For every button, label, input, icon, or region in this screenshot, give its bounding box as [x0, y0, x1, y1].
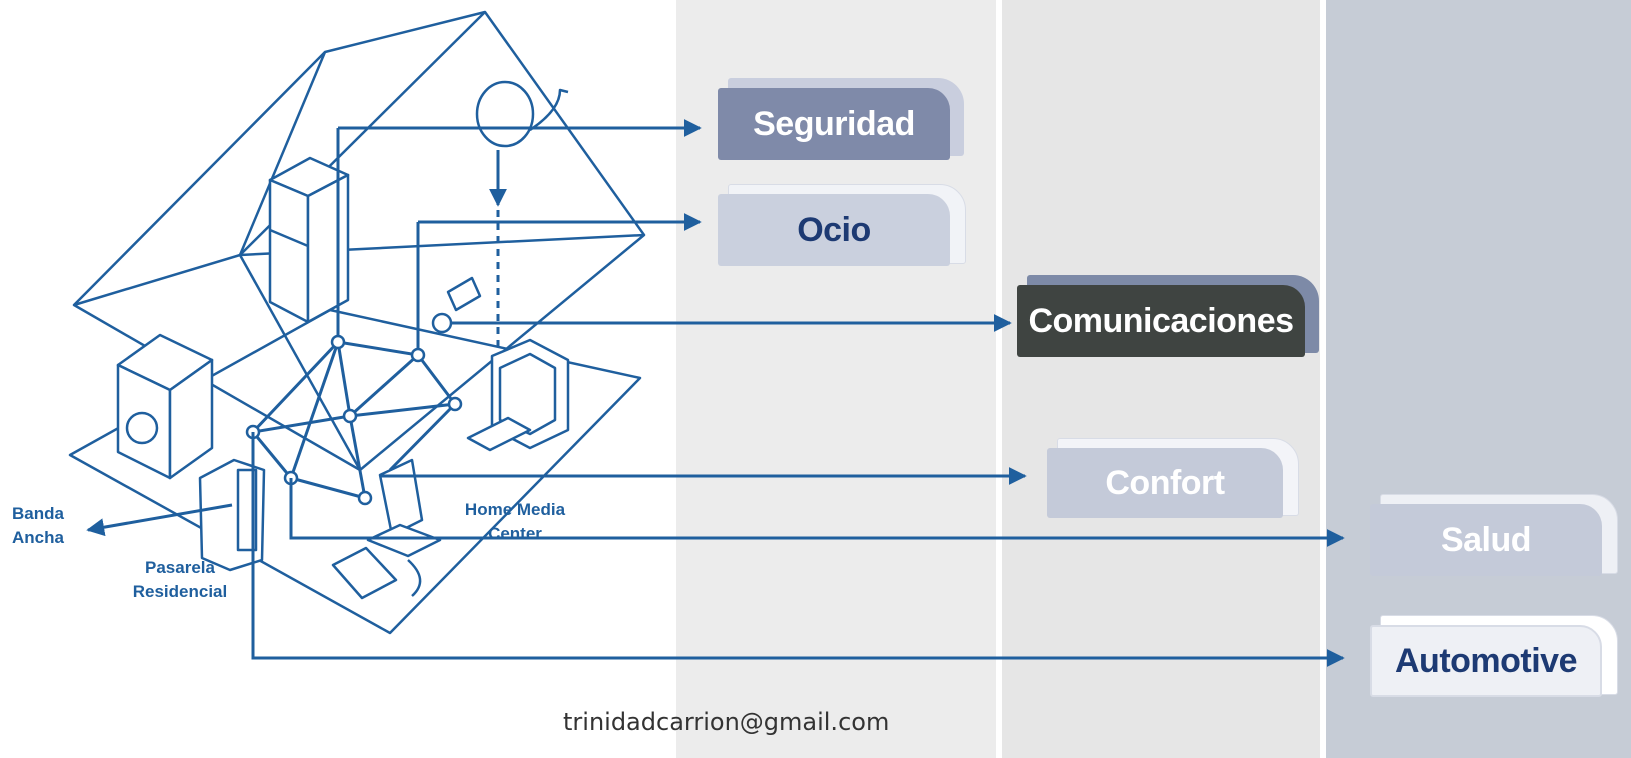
- house-floor: [68, 308, 642, 635]
- category-ocio: Ocio: [718, 194, 950, 266]
- washing-machine-icon: [116, 333, 214, 480]
- category-seguridad: Seguridad: [718, 88, 950, 160]
- category-comunicaciones-label: Comunicaciones: [1028, 301, 1294, 340]
- arrow-to-automotive: [251, 432, 1345, 667]
- computer-icon: [331, 458, 442, 600]
- refrigerator-icon: [268, 156, 350, 324]
- pasarela-label-line2: Residencial: [132, 582, 228, 601]
- category-seguridad-label: Seguridad: [753, 104, 915, 143]
- band-divider-2: [1320, 0, 1326, 758]
- background-band-2: [1002, 0, 1320, 758]
- category-comunicaciones: Comunicaciones: [1017, 285, 1305, 357]
- banda-ancha-label-line2: Ancha: [12, 528, 64, 547]
- category-confort-label: Confort: [1105, 463, 1225, 502]
- home-media-center-label: Home Media Center: [455, 498, 575, 546]
- band-divider-1: [996, 0, 1002, 758]
- author-email: trinidadcarrion@gmail.com: [563, 708, 890, 736]
- satellite-dish-icon: [475, 80, 569, 148]
- arrow-to-banda-ancha: [86, 503, 233, 537]
- category-ocio-label: Ocio: [797, 210, 871, 249]
- house-roof: [72, 10, 646, 472]
- pasarela-label-line1: Pasarela: [145, 558, 215, 577]
- pasarela-residencial-label: Pasarela Residencial: [120, 556, 240, 604]
- category-confort: Confort: [1047, 448, 1283, 518]
- television-icon: [466, 338, 570, 452]
- category-salud: Salud: [1370, 504, 1602, 576]
- banda-ancha-label: Banda Ancha: [12, 502, 64, 550]
- home-media-label-line1: Home Media: [464, 500, 566, 519]
- category-automotive: Automotive: [1370, 625, 1602, 697]
- arrow-to-salud: [289, 478, 1345, 547]
- camera-icon: [431, 276, 482, 334]
- banda-ancha-label-line1: Banda: [12, 504, 64, 523]
- category-automotive-label: Automotive: [1395, 641, 1578, 680]
- category-salud-label: Salud: [1440, 520, 1532, 559]
- network-mesh: [245, 128, 463, 506]
- home-media-label-line2: Center: [488, 524, 542, 543]
